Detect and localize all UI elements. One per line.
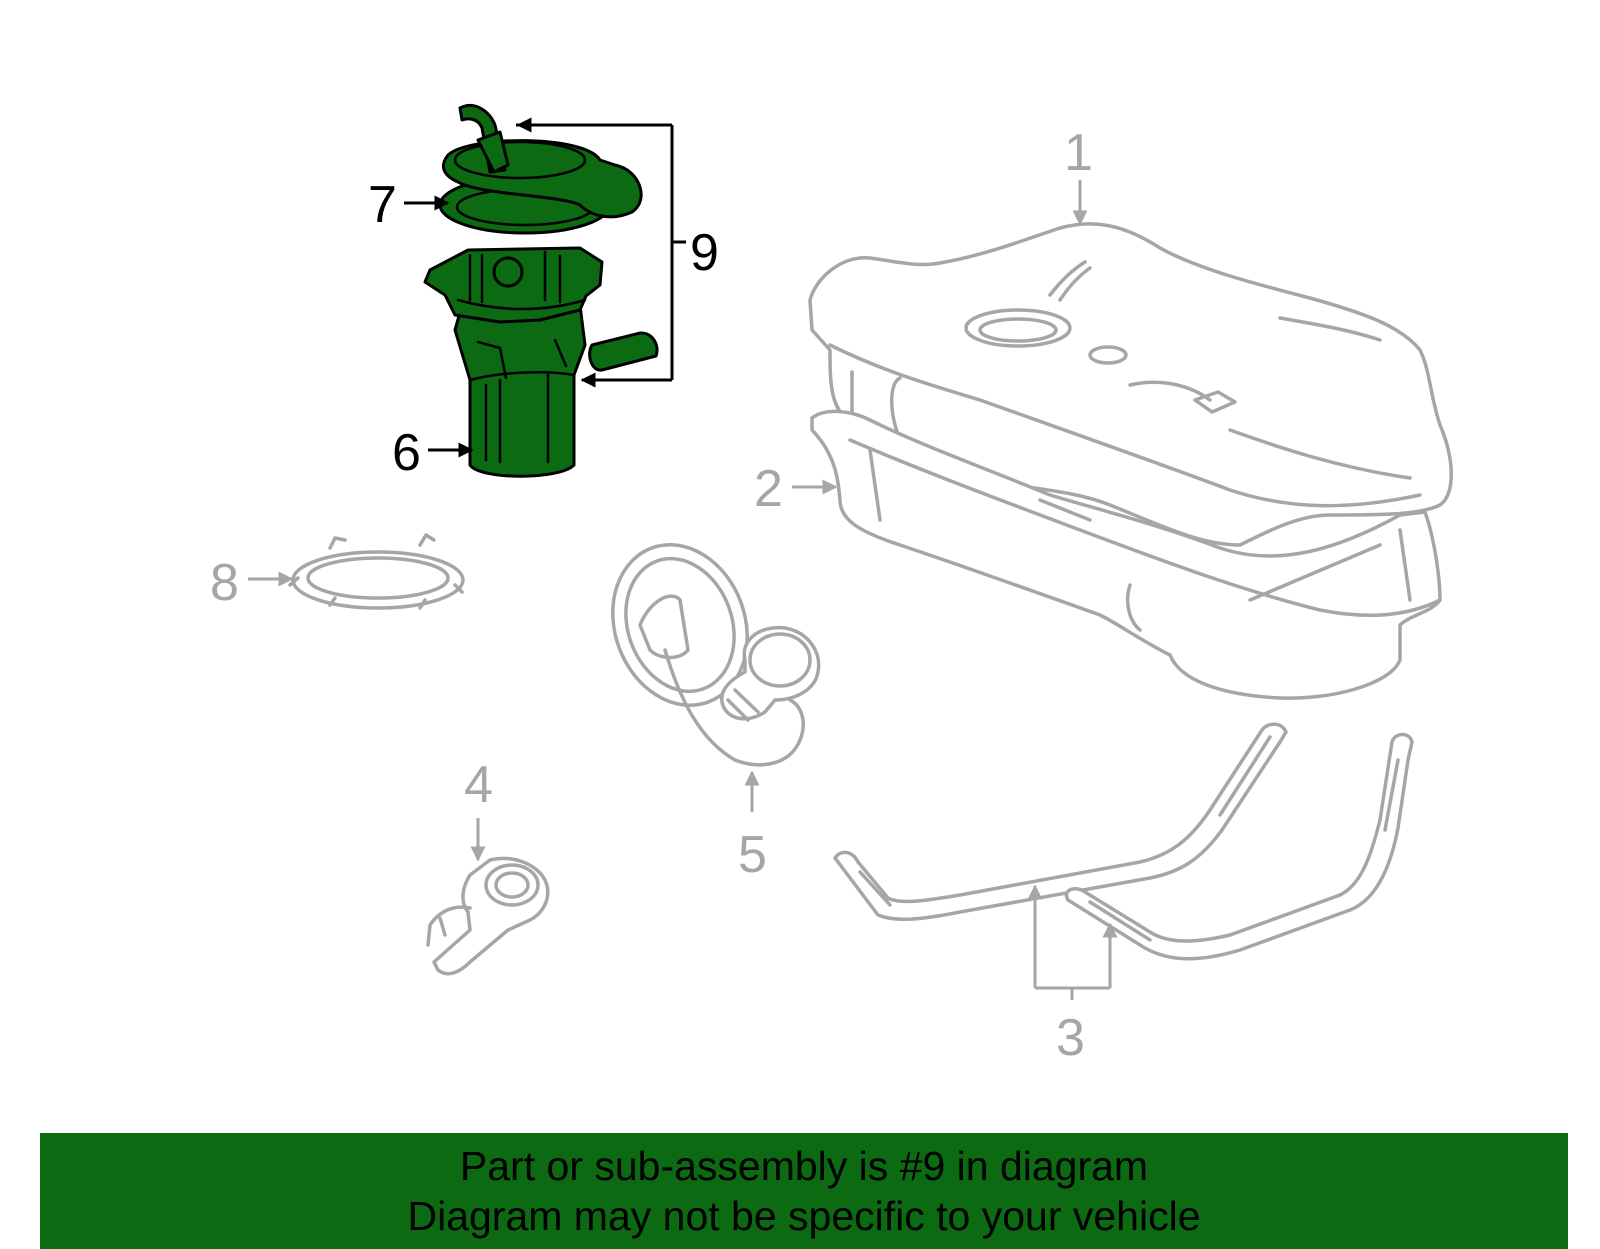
callout-7-label: 7 (368, 176, 397, 234)
callout-7: 7 (368, 176, 450, 234)
callout-8-label: 8 (210, 554, 239, 612)
fuel-pump-module[interactable] (423, 103, 659, 478)
callout-8: 8 (210, 554, 294, 612)
seal-ring[interactable] (288, 533, 465, 610)
tank-strap-rear[interactable] (1064, 732, 1414, 961)
callout-3-label: 3 (1056, 1009, 1085, 1067)
callout-6: 6 (392, 424, 474, 482)
callout-9-label: 9 (690, 224, 719, 282)
callout-4: 4 (464, 756, 493, 862)
callout-5-label: 5 (738, 826, 767, 884)
banner-line-2: Diagram may not be specific to your vehi… (407, 1193, 1201, 1239)
fuel-pump-canister[interactable] (453, 303, 587, 478)
callout-2: 2 (754, 460, 838, 518)
tank-shield[interactable] (810, 409, 1442, 700)
parts-diagram: 9 7 6 1 2 (210, 103, 1453, 1067)
filler-cap-assembly[interactable] (591, 526, 821, 767)
tank-strap-front[interactable] (833, 722, 1288, 922)
callout-3: 3 (1027, 884, 1118, 1067)
tank-straps[interactable] (833, 722, 1414, 961)
callout-1: 1 (1064, 124, 1093, 226)
filler-neck-housing[interactable] (426, 856, 550, 976)
callout-6-label: 6 (392, 424, 421, 482)
callout-9: 9 (516, 117, 719, 388)
banner-line-1: Part or sub-assembly is #9 in diagram (459, 1143, 1149, 1189)
callout-4-label: 4 (464, 756, 493, 814)
cap-tether (663, 648, 805, 767)
info-banner: Part or sub-assembly is #9 in diagram Di… (40, 1133, 1568, 1249)
callout-1-label: 1 (1064, 124, 1093, 182)
fuel-level-float[interactable] (588, 331, 659, 372)
callout-2-label: 2 (754, 460, 783, 518)
callout-5: 5 (738, 770, 767, 884)
